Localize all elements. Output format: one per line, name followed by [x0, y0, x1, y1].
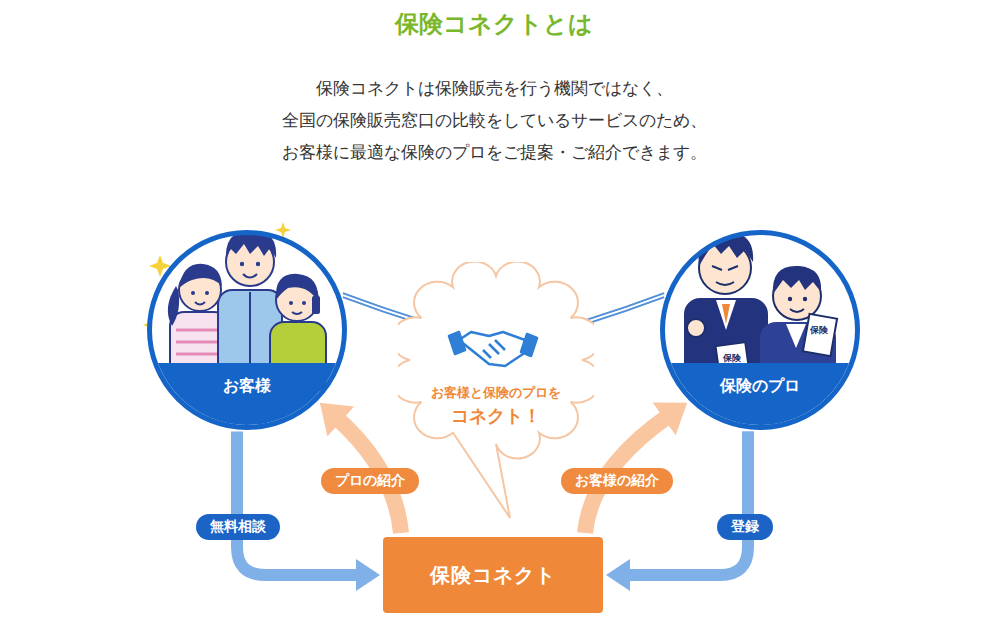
heading: 保険コネクトとは — [0, 8, 988, 40]
circle-band: お客様 — [152, 363, 342, 425]
node-label: 保険のプロ — [665, 376, 855, 397]
handshake-icon — [449, 332, 537, 366]
fingers — [483, 340, 505, 358]
node-label: 保険コネクト — [430, 562, 556, 589]
arrow-line — [625, 431, 748, 575]
arrow-head — [356, 559, 380, 591]
group-circle: お客様 — [147, 230, 347, 430]
connector — [237, 431, 380, 591]
hand — [459, 332, 525, 366]
connector — [606, 431, 748, 591]
arrow-head — [606, 559, 630, 591]
circle-band: 保険のプロ — [665, 363, 855, 425]
process-box: 保険コネクト — [383, 537, 603, 613]
intro-text: 保険コネクトは保険販売を行う機関ではなく、 全国の保険販売窓口の比較をしているサ… — [264, 72, 724, 168]
group-circle: 保険のプロ — [660, 230, 860, 430]
folder-label: 保険 — [810, 324, 828, 337]
edge-label: お客様の紹介 — [561, 468, 673, 494]
edge-label: 無料相談 — [196, 514, 280, 540]
edge-label: プロの紹介 — [321, 468, 419, 494]
edge-label: 登録 — [717, 514, 773, 540]
cloud-text: お客様と保険のプロを — [398, 384, 594, 402]
cloud-text: コネクト！ — [398, 404, 594, 428]
node-label: お客様 — [152, 376, 342, 397]
arrow-line — [237, 431, 361, 575]
pros-figure — [664, 232, 856, 426]
cuffs — [449, 332, 537, 356]
customers-figure — [151, 230, 343, 426]
